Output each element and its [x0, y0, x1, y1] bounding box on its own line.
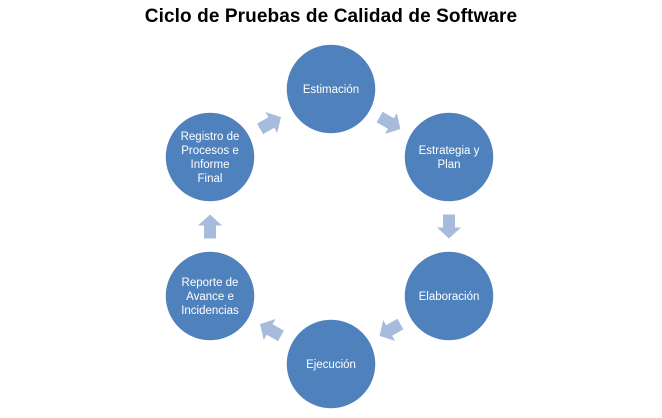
node-circle [285, 318, 377, 410]
node-label-line: Avance e [186, 291, 234, 303]
node-label-line: Ejecución [306, 359, 356, 371]
page-title: Ciclo de Pruebas de Calidad de Software [144, 6, 518, 27]
node-label-line: Procesos e [181, 145, 239, 157]
node-elaboracion: Elaboración [403, 250, 495, 342]
node-estrategia: Estrategia y Plan [403, 111, 495, 203]
arrows-layer [198, 111, 461, 342]
node-ejecucion: Ejecución [285, 318, 377, 410]
node-circle [403, 250, 495, 342]
node-label-line: Elaboración [419, 291, 480, 303]
node-circle [285, 43, 377, 135]
node-circle [164, 250, 256, 342]
node-label-line: Incidencias [181, 305, 239, 317]
cycle-arrow [198, 214, 222, 239]
cycle-arrow [379, 318, 404, 341]
node-circle [164, 111, 256, 203]
node-reporte: Reporte de Avance e Incidencias [164, 250, 256, 342]
node-label-line: Estimación [303, 84, 359, 96]
node-estimacion: Estimación [285, 43, 377, 135]
node-circle [403, 111, 495, 203]
node-label-line: Estrategia y [419, 145, 480, 157]
cycle-arrow [437, 214, 461, 239]
node-label-line: Informe [191, 159, 230, 171]
cycle-arrow [376, 111, 401, 134]
node-label-line: Reporte de [182, 277, 239, 289]
node-label-line: Plan [437, 159, 460, 171]
node-label-line: Final [198, 173, 223, 185]
cycle-arrow [257, 112, 281, 135]
cycle-arrow [260, 319, 284, 342]
node-label-line: Registro de [181, 131, 240, 143]
